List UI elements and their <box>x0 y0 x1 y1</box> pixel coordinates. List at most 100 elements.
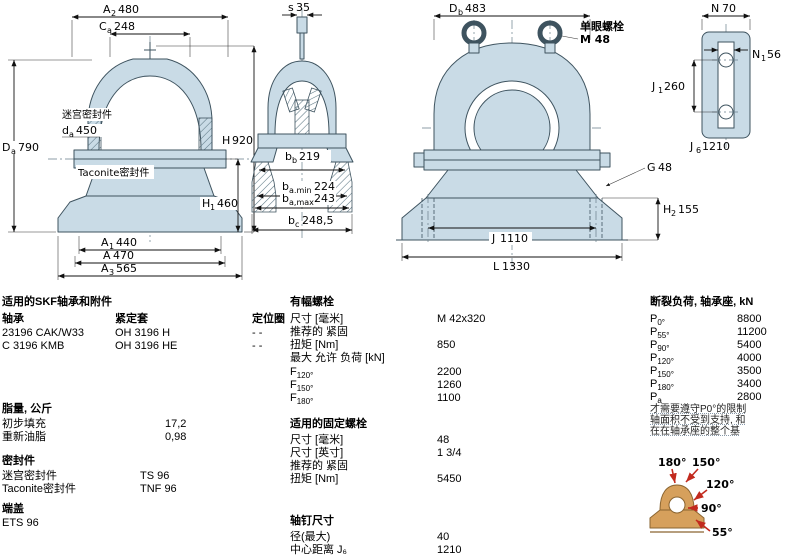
svg-text:b: b <box>288 214 295 227</box>
load-value-P55: 11200 <box>737 326 767 338</box>
svg-text:A: A <box>101 236 109 249</box>
svg-text:a: a <box>11 147 16 156</box>
cap-bolt-torque-value: 850 <box>437 339 456 351</box>
max-load-label: 最大 允许 负荷 [kN] <box>290 352 385 364</box>
taconite-seal-row-value: TNF 96 <box>140 483 177 495</box>
svg-text:3: 3 <box>109 268 114 277</box>
fixing-bolts-title: 适用的固定螺栓 <box>290 418 367 430</box>
svg-text:A: A <box>101 262 109 275</box>
svg-text:1210: 1210 <box>702 140 730 153</box>
svg-text:b: b <box>458 8 463 17</box>
fixing-torque-label: 扭矩 [Nm] <box>290 473 339 485</box>
angle-label-90: 90° <box>701 502 722 515</box>
bearings-title: 适用的SKF轴承和附件 <box>2 296 112 308</box>
load-value-P180: 3400 <box>737 378 762 390</box>
svg-text:1330: 1330 <box>502 260 530 273</box>
load-row-P0: P0° <box>650 313 665 328</box>
sleeve-designation: OH 3196 H <box>115 327 171 339</box>
grease-initial-value: 17,2 <box>165 418 187 430</box>
svg-text:C: C <box>99 20 107 33</box>
svg-text:M 48: M 48 <box>580 33 610 46</box>
svg-text:a: a <box>107 26 112 35</box>
load-row-P120: P120° <box>650 352 674 367</box>
svg-text:35: 35 <box>296 1 310 14</box>
svg-text:2: 2 <box>671 209 676 218</box>
labyrinth-seal-row-label: 迷宫密封件 <box>2 470 57 482</box>
svg-text:d: d <box>62 124 69 137</box>
svg-text:a: a <box>69 130 74 139</box>
grease-initial-label: 初步填充 <box>2 418 46 430</box>
svg-text:L: L <box>493 260 500 273</box>
angle-label-55: 55° <box>712 526 733 539</box>
svg-text:a,min: a,min <box>289 186 312 195</box>
svg-text:2: 2 <box>111 9 116 18</box>
bearing-designation: C 3196 KMB <box>2 340 65 352</box>
cap-bolt-torque-label: 扭矩 [Nm] <box>290 339 339 351</box>
col-ring: 定位圈 <box>252 313 285 325</box>
svg-text:224: 224 <box>314 180 335 193</box>
svg-text:155: 155 <box>678 203 699 216</box>
labyrinth-seal-label: 迷宫密封件 <box>60 108 122 121</box>
svg-text:H: H <box>202 197 210 210</box>
svg-text:D: D <box>449 2 457 15</box>
load-value-P0: 8800 <box>737 313 762 325</box>
svg-text:920: 920 <box>232 134 253 147</box>
svg-text:c: c <box>295 220 299 229</box>
fixing-size-in-value: 1 3/4 <box>437 447 462 459</box>
angle-label-120: 120° <box>706 478 734 491</box>
taconite-seal-row-label: Taconite密封件 <box>2 483 76 495</box>
load-value-F180: 1100 <box>437 392 461 404</box>
load-value-P90: 5400 <box>737 339 762 351</box>
svg-text:260: 260 <box>664 80 685 93</box>
load-row-F180: F180° <box>290 392 314 407</box>
load-direction-note-line[interactable]: 才需要遵守P0°的限制 <box>650 404 747 415</box>
housing-icon <box>649 484 705 533</box>
load-value-F120: 2200 <box>437 366 462 378</box>
grease-relube-label: 重新油脂 <box>2 431 46 443</box>
load-direction-note-line[interactable]: 在在轴承座的整个基 <box>650 426 740 437</box>
svg-text:b: b <box>292 156 297 165</box>
svg-text:G: G <box>647 161 656 174</box>
housing-front-drawing <box>396 20 628 270</box>
load-angle-arrows <box>669 468 711 532</box>
svg-text:A: A <box>103 3 111 16</box>
load-direction-note-line[interactable]: 轴面积不受到支持, 和 <box>650 415 746 426</box>
ring-value: - - <box>252 340 263 352</box>
svg-text:N: N <box>752 48 760 61</box>
cap-bolts-title: 有幅螺栓 <box>290 296 334 308</box>
fixing-size-mm-value: 48 <box>437 434 450 446</box>
load-value-Pa: 2800 <box>737 391 762 403</box>
svg-text:480: 480 <box>118 3 139 16</box>
fixing-recommended-label: 推荐的 紧固 <box>290 460 349 472</box>
svg-text:483: 483 <box>465 2 486 15</box>
grease-title: 脂量, 公斤 <box>2 403 53 415</box>
cap-bolt-size-value: M 42x320 <box>437 313 486 325</box>
svg-text:70: 70 <box>722 2 736 15</box>
svg-text:b: b <box>282 180 289 193</box>
angle-label-180: 180° <box>658 456 686 469</box>
svg-text:J: J <box>689 140 693 153</box>
svg-text:N: N <box>711 2 719 15</box>
labyrinth-seal-row-value: TS 96 <box>140 470 170 482</box>
svg-text:248,5: 248,5 <box>302 214 334 227</box>
svg-text:H: H <box>663 203 671 216</box>
pins-title: 轴钉尺寸 <box>290 515 334 527</box>
bearing-designation: 23196 CAK/W33 <box>2 327 84 339</box>
sleeve-designation: OH 3196 HE <box>115 340 178 352</box>
load-row-P90: P90° <box>650 339 670 354</box>
svg-text:a,max: a,max <box>289 198 314 207</box>
svg-text:219: 219 <box>299 150 320 163</box>
svg-text:565: 565 <box>116 262 137 275</box>
